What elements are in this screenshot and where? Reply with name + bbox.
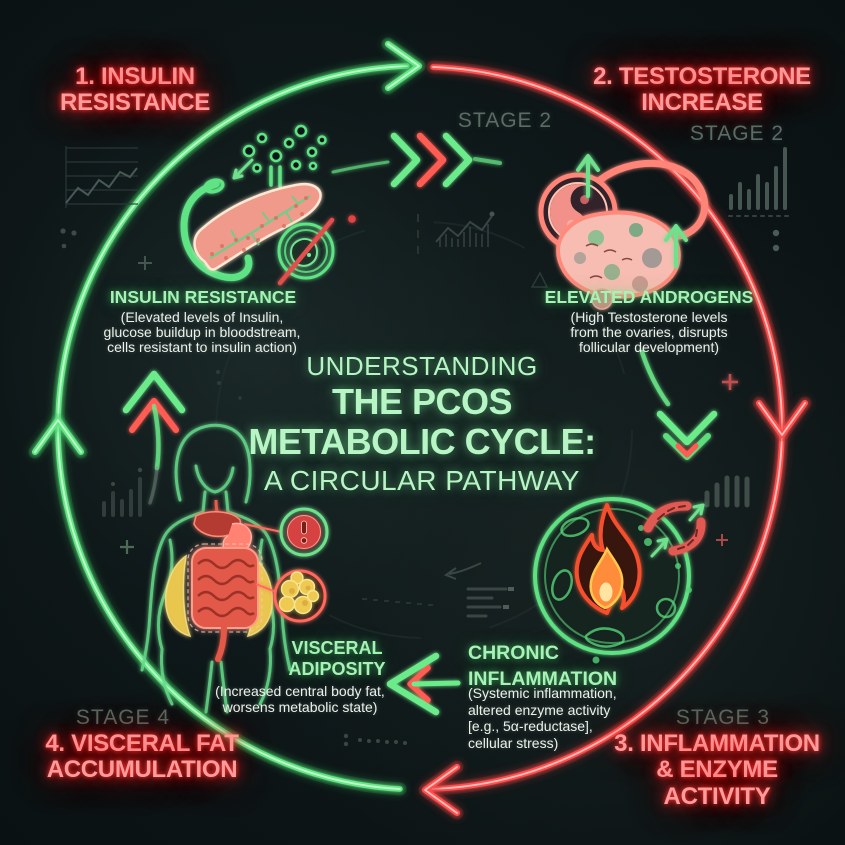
- androgen-up-arrows-icon: [576, 154, 688, 268]
- mini-chart-decoration-topcenter: [435, 211, 495, 247]
- stage-tag-top-right: STAGE 2: [689, 122, 785, 145]
- curved-arrow-decoration: [443, 562, 482, 580]
- dash-row-decoration-mid: [362, 598, 433, 606]
- insulin-particles-icon: [242, 124, 327, 173]
- insulin-resistance-label: INSULIN RESISTANCE: [109, 287, 297, 307]
- red-arrowhead-right: [752, 396, 812, 442]
- plus-decoration-bottomright-red: [716, 534, 728, 546]
- pancreas-illustration: [180, 124, 327, 282]
- duodenum-outline: [180, 165, 282, 282]
- center-title-line3: METABOLIC CYCLE:: [248, 421, 596, 463]
- dots-decoration-right: [772, 229, 780, 252]
- bottom-left-arrow-icon: [386, 652, 461, 716]
- list-lines-decoration: [466, 587, 514, 618]
- blocked-cell-icon: [277, 217, 335, 286]
- dotted-row-decoration-bottom: [343, 733, 407, 747]
- stage4-title: 4. VISCERAL FAT ACCUMULATION: [45, 730, 239, 784]
- chronic-inflammation-label: CHRONIC INFLAMMATION: [468, 642, 618, 690]
- stage3-title: 3. INFLAMMATION & ENZYME ACTIVITY: [614, 730, 820, 810]
- center-title-line4: A CIRCULAR PATHWAY: [263, 464, 580, 496]
- warning-callout-icon: [279, 507, 329, 557]
- bar-chart-decoration-left: [102, 467, 143, 517]
- body-silhouette: [140, 423, 292, 714]
- top-right-chevrons-icon: [331, 132, 502, 188]
- fat-pad-left: [164, 554, 192, 638]
- green-cycle-arc: [28, 37, 426, 789]
- stage1-title: 1. INSULIN RESISTANCE: [60, 63, 210, 117]
- plus-decoration-left-green: [120, 540, 134, 554]
- line-chart-decoration-topleft: [65, 146, 138, 208]
- triangle-decoration: [530, 271, 549, 288]
- ovary-illustration: [538, 154, 709, 310]
- center-title-line2: THE PCOS: [331, 381, 513, 422]
- red-dot-decoration: [348, 215, 356, 223]
- red-cycle-arc: [418, 67, 812, 820]
- insulin-resistance-desc: (Elevated levels of Insulin, glucose bui…: [103, 309, 301, 355]
- green-arrowhead-top: [381, 37, 426, 95]
- ovary-body: [556, 210, 681, 310]
- visceral-adiposity-label: VISCERAL ADIPOSITY: [288, 638, 386, 680]
- stage2-title: 2. TESTOSTERONE INCREASE: [593, 63, 811, 117]
- elevated-androgens-desc: (High Testosterone levels from the ovari…: [570, 309, 728, 355]
- red-slash-icon: [277, 217, 335, 286]
- inflamed-cell-illustration: [533, 497, 706, 664]
- bar-chart-decoration-topright: [728, 147, 789, 217]
- visceral-organs: [164, 499, 274, 662]
- stage-tag-bottom-right: STAGE 3: [675, 706, 771, 729]
- elevated-androgens-label: ELEVATED ANDROGENS: [544, 287, 754, 307]
- stage-tag-top-center: STAGE 2: [457, 109, 553, 132]
- green-arrowhead-left: [28, 413, 88, 459]
- center-title-line1: UNDERSTANDING: [306, 351, 538, 381]
- dots-decoration-topleft: [60, 228, 77, 249]
- stage-tag-bottom-left: STAGE 4: [75, 706, 171, 729]
- flame-icon: [574, 503, 642, 615]
- left-up-arrow-icon: [122, 370, 186, 505]
- cell-organelles: [551, 516, 692, 664]
- center-title: UNDERSTANDING THE PCOS METABOLIC CYCLE: …: [212, 351, 632, 497]
- female-body-illustration: [140, 423, 329, 714]
- pancreas-body: [193, 183, 322, 271]
- enzyme-rotation-icon: [643, 501, 706, 558]
- inner-faint-ring: [215, 221, 633, 639]
- bar-chart-decoration-bottomright: [704, 475, 750, 508]
- callout-connectors: [243, 523, 283, 593]
- colon-tail: [215, 625, 227, 662]
- plus-decoration-topleft: [138, 256, 152, 270]
- fat-cells-callout-icon: [273, 569, 327, 623]
- visceral-adiposity-desc: (Increased central body fat, worsens met…: [215, 683, 385, 715]
- chronic-inflammation-desc: (Systemic inflammation, altered enzyme a…: [468, 685, 617, 751]
- red-arrowhead-bottom: [418, 760, 464, 820]
- insulin-arrow-icon: [232, 158, 254, 180]
- right-down-arrow-icon: [639, 349, 718, 460]
- cell-outer-membrane: [533, 497, 691, 655]
- cell-inner-membrane: [544, 508, 680, 644]
- plus-decoration-right-red: [722, 374, 738, 390]
- faint-dots-decoration-center: [216, 370, 242, 400]
